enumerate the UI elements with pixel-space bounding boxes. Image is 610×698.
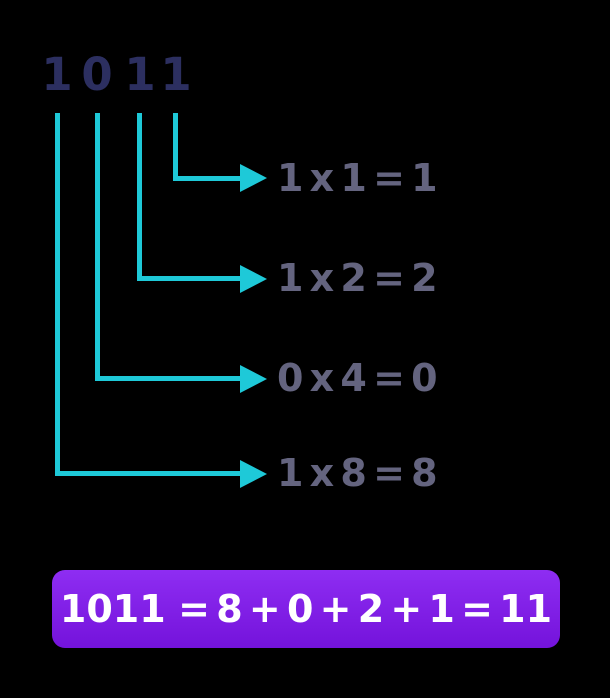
arrow-right-icon (240, 164, 267, 192)
arrow-right-icon (240, 265, 267, 293)
connector-line (55, 113, 240, 476)
equation: 1 x 8 = 8 (277, 451, 439, 496)
connector-line (137, 113, 240, 281)
equation: 0 x 4 = 0 (277, 356, 439, 401)
equation: 1 x 2 = 2 (277, 256, 439, 301)
connector-line (95, 113, 240, 381)
result-text: 1011 = 8 + 0 + 2 + 1 = 11 (59, 587, 553, 631)
binary-digit: 1 (124, 48, 156, 101)
result-box: 1011 = 8 + 0 + 2 + 1 = 11 (52, 570, 560, 648)
equation: 1 x 1 = 1 (277, 156, 439, 201)
arrow-right-icon (240, 460, 267, 488)
connector-line (173, 113, 240, 181)
binary-digit: 1 (160, 48, 192, 101)
binary-digit: 1 (41, 48, 73, 101)
binary-digit: 0 (81, 48, 113, 101)
arrow-right-icon (240, 365, 267, 393)
